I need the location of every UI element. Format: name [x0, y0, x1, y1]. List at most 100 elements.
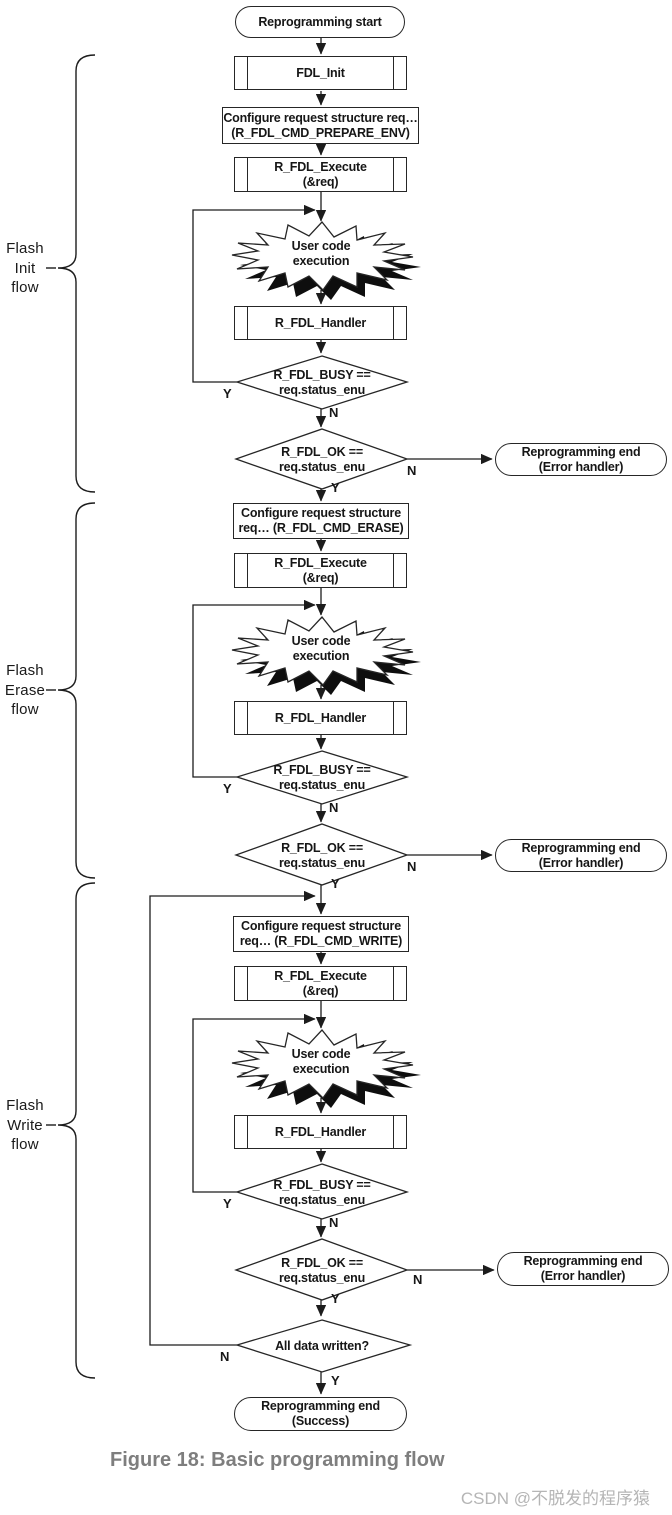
- configure-prepare-env-step: Configure request structure req… (R_FDL_…: [222, 107, 419, 144]
- configure-erase-step: Configure request structure req… (R_FDL_…: [233, 503, 409, 539]
- all-written-yes: Y: [331, 1373, 340, 1388]
- all-data-written-decision: All data written?: [242, 1338, 402, 1354]
- loop-lines: [149, 204, 316, 1346]
- busy-decision-init: R_FDL_BUSY == req.status_enu: [242, 367, 402, 398]
- fdl-init-process: FDL_Init: [234, 56, 407, 90]
- busy-line1: R_FDL_BUSY ==: [273, 367, 371, 382]
- user-code-line2: execution: [292, 1061, 350, 1076]
- success-end-terminator: Reprogramming end (Success): [234, 1397, 407, 1431]
- ok-decision-write: R_FDL_OK == req.status_enu: [242, 1255, 402, 1286]
- ok-line1: R_FDL_OK ==: [281, 444, 363, 459]
- flash-erase-line2: Erase: [4, 681, 46, 699]
- busy-yes-erase: Y: [223, 781, 232, 796]
- execute-line1: R_FDL_Execute: [274, 159, 367, 174]
- error-end-line1: Reprogramming end: [521, 840, 641, 855]
- start-terminator: Reprogramming start: [235, 6, 405, 38]
- busy-line2: req.status_enu: [278, 777, 366, 792]
- flash-init-line2: Init: [14, 259, 36, 277]
- flash-init-line1: Flash: [6, 240, 44, 257]
- ok-line2: req.status_enu: [278, 855, 366, 870]
- decision-diamonds: [234, 355, 413, 1373]
- flash-erase-line3: flow: [11, 701, 39, 718]
- execute-line2: (&req): [302, 570, 339, 585]
- busy-yes-init: Y: [223, 386, 232, 401]
- ok-line2: req.status_enu: [278, 1270, 366, 1285]
- error-end-line1: Reprogramming end: [521, 444, 641, 459]
- ok-yes-init: Y: [331, 480, 340, 495]
- configure-prepare-line1: Configure request structure req…: [223, 110, 418, 125]
- busy-line2: req.status_enu: [278, 382, 366, 397]
- success-end-line1: Reprogramming end: [261, 1399, 380, 1413]
- busy-no-init: N: [329, 405, 339, 420]
- error-end-terminator-init: Reprogramming end (Error handler): [495, 443, 667, 476]
- flash-write-line3: flow: [11, 1136, 39, 1153]
- execute-line1: R_FDL_Execute: [274, 968, 367, 983]
- error-end-line2: (Error handler): [538, 855, 624, 870]
- success-end-line2: (Success): [291, 1414, 350, 1428]
- user-code-line1: User code: [291, 238, 351, 253]
- error-end-terminator-write: Reprogramming end (Error handler): [497, 1252, 669, 1286]
- ok-line1: R_FDL_OK ==: [281, 1255, 363, 1270]
- handler-label: R_FDL_Handler: [274, 315, 367, 330]
- flash-write-line1: Flash: [6, 1097, 44, 1114]
- busy-no-erase: N: [329, 800, 339, 815]
- ok-yes-erase: Y: [331, 876, 340, 891]
- ok-no-init: N: [407, 463, 417, 478]
- ok-line2: req.status_enu: [278, 459, 366, 474]
- busy-line2: req.status_enu: [278, 1192, 366, 1207]
- ok-no-write: N: [413, 1272, 423, 1287]
- section-label-flash-init: Flash Init flow: [0, 239, 50, 298]
- handler-process-erase: R_FDL_Handler: [234, 701, 407, 735]
- execute-process-write: R_FDL_Execute (&req): [234, 966, 407, 1001]
- handler-process-write: R_FDL_Handler: [234, 1115, 407, 1149]
- user-code-line1: User code: [291, 633, 351, 648]
- execute-process-init: R_FDL_Execute (&req): [234, 157, 407, 192]
- handler-label: R_FDL_Handler: [274, 710, 367, 725]
- user-code-execution-init: User code execution: [246, 238, 396, 269]
- busy-line1: R_FDL_BUSY ==: [273, 762, 371, 777]
- busy-no-write: N: [329, 1215, 339, 1230]
- busy-decision-erase: R_FDL_BUSY == req.status_enu: [242, 762, 402, 793]
- execute-line2: (&req): [302, 983, 339, 998]
- ok-no-erase: N: [407, 859, 417, 874]
- configure-erase-line1: Configure request structure: [241, 506, 401, 520]
- user-code-execution-erase: User code execution: [246, 633, 396, 664]
- handler-label: R_FDL_Handler: [274, 1124, 367, 1139]
- error-end-line1: Reprogramming end: [523, 1254, 643, 1268]
- error-end-line2: (Error handler): [540, 1269, 626, 1283]
- figure-caption: Figure 18: Basic programming flow: [110, 1449, 445, 1471]
- flash-init-line3: flow: [11, 279, 39, 296]
- handler-process-init: R_FDL_Handler: [234, 306, 407, 340]
- ok-line1: R_FDL_OK ==: [281, 840, 363, 855]
- flow-connectors: [315, 38, 495, 1395]
- all-data-written-label: All data written?: [275, 1338, 369, 1353]
- configure-write-line1: Configure request structure: [241, 919, 401, 933]
- flash-write-line2: Write: [7, 1116, 43, 1134]
- section-braces: [46, 54, 96, 1379]
- execute-line2: (&req): [302, 174, 339, 189]
- user-code-line2: execution: [292, 253, 350, 268]
- start-label: Reprogramming start: [258, 14, 382, 29]
- error-end-line2: (Error handler): [538, 459, 624, 474]
- configure-prepare-line2: (R_FDL_CMD_PREPARE_ENV): [231, 125, 410, 140]
- busy-yes-write: Y: [223, 1196, 232, 1211]
- watermark-text: CSDN @不脱发的程序猿: [460, 1489, 650, 1508]
- section-label-flash-write: Flash Write flow: [0, 1096, 50, 1155]
- ok-yes-write: Y: [331, 1291, 340, 1306]
- ok-decision-erase: R_FDL_OK == req.status_enu: [242, 840, 402, 871]
- error-end-terminator-erase: Reprogramming end (Error handler): [495, 839, 667, 872]
- execute-process-erase: R_FDL_Execute (&req): [234, 553, 407, 588]
- fdl-init-label: FDL_Init: [296, 65, 345, 80]
- user-code-line1: User code: [291, 1046, 351, 1061]
- user-code-execution-write: User code execution: [246, 1046, 396, 1077]
- configure-write-step: Configure request structure req… (R_FDL_…: [233, 916, 409, 952]
- configure-write-line2: req… (R_FDL_CMD_WRITE): [239, 934, 403, 948]
- section-label-flash-erase: Flash Erase flow: [0, 661, 50, 720]
- ok-decision-init: R_FDL_OK == req.status_enu: [242, 444, 402, 475]
- user-code-line2: execution: [292, 648, 350, 663]
- execute-line1: R_FDL_Execute: [274, 555, 367, 570]
- busy-line1: R_FDL_BUSY ==: [273, 1177, 371, 1192]
- configure-erase-line2: req… (R_FDL_CMD_ERASE): [238, 521, 404, 535]
